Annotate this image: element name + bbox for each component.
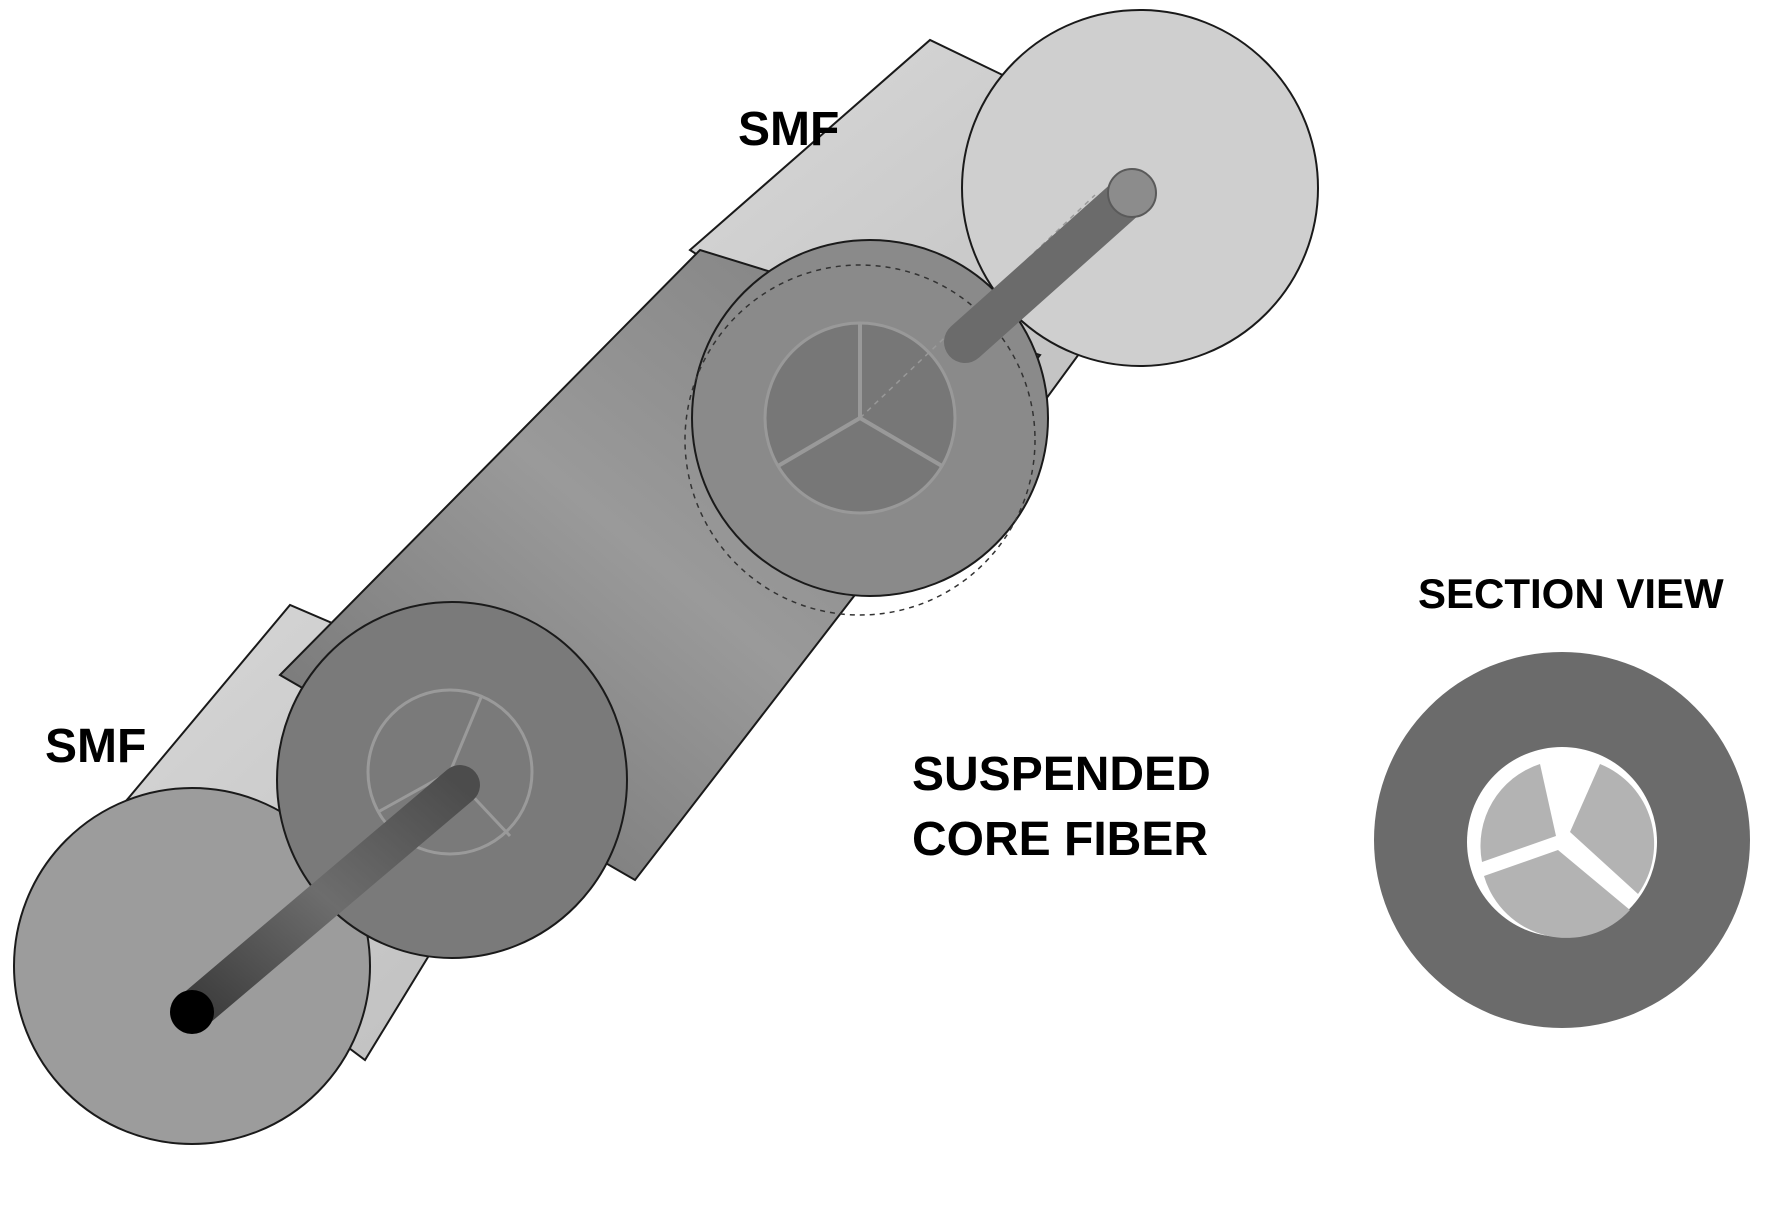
label-smf-bottom: SMF — [45, 720, 146, 773]
suspended-core-far-face-hidden — [684, 264, 1036, 616]
label-suspended-line1: SUSPENDED — [912, 748, 1211, 801]
label-section-view: SECTION VIEW — [1418, 570, 1724, 617]
section-view-graphic — [1374, 652, 1750, 1028]
section-air-hole-3 — [1484, 850, 1630, 938]
label-suspended-line2: CORE FIBER — [912, 813, 1208, 866]
label-smf-top: SMF — [738, 103, 839, 156]
smf-bottom-end-face — [13, 787, 371, 1145]
core-end-bottom — [170, 990, 214, 1034]
section-air-hole-2 — [1570, 764, 1655, 894]
core-rod-top — [944, 172, 1153, 363]
section-air-hole-1 — [1480, 764, 1556, 862]
fiber-core — [170, 168, 1157, 1034]
core-rod-bottom — [172, 765, 480, 1032]
core-end-top — [1107, 168, 1157, 218]
